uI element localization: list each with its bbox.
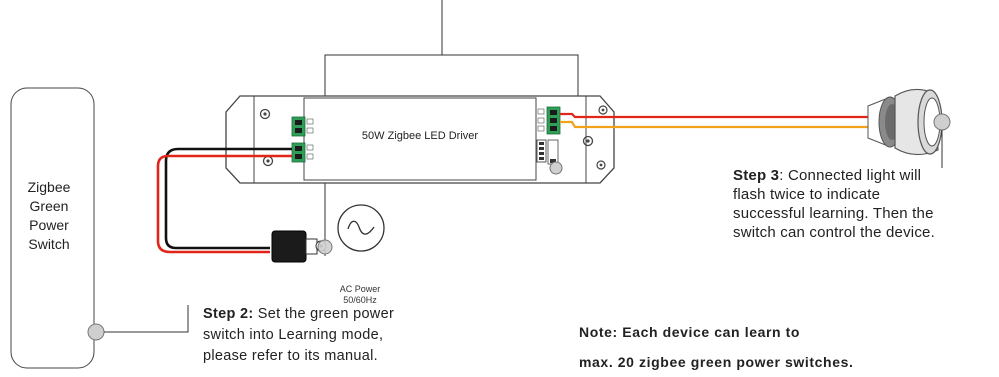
step2-instructions: Step 2: Set the green power switch into … [203, 304, 503, 367]
ac-power-label: AC Power 50/60Hz [330, 284, 390, 306]
step3-instructions: Step 3: Connected light will flash twice… [733, 166, 999, 242]
note-line2: max. 20 zigbee green power switches. [579, 354, 854, 370]
screw-hole-icon [598, 105, 608, 115]
step2-pointer-line [104, 305, 189, 333]
dip-switch [536, 139, 547, 163]
zigbee-switch-body [10, 87, 95, 369]
switch-label: Zigbee Green Power Switch [14, 178, 84, 254]
step2-line1: Set the green power [253, 306, 395, 322]
screw-hole-icon [596, 160, 606, 170]
note-line1: Note: Each device can learn to [579, 324, 801, 340]
ac-power-icon [337, 204, 385, 252]
note: Note: Each device can learn to max. 20 z… [579, 317, 999, 377]
switch-pointer-dot [87, 323, 105, 341]
switch-label-line: Zigbee [27, 179, 71, 195]
output-wires [560, 112, 868, 129]
ac-power-line1: AC Power [339, 284, 381, 294]
step3-title: Step 3 [733, 167, 780, 184]
driver-label: 50W Zigbee LED Driver [361, 130, 479, 142]
light-fixture [867, 88, 951, 168]
step3-line3: successful learning. Then the [733, 205, 934, 222]
step2-line2: switch into Learning mode, [203, 327, 384, 343]
step2-title: Step 2: [203, 306, 254, 322]
step3-line1: : Connected light will [779, 167, 922, 184]
plug [271, 230, 333, 263]
switch-label-line: Power [29, 217, 69, 233]
light-pointer-dot [933, 113, 951, 131]
screw-hole-icon [582, 135, 594, 147]
led-driver [225, 95, 615, 184]
step3-line4: switch can control the device. [733, 224, 935, 241]
step3-line2: flash twice to indicate [733, 186, 881, 203]
input-wires [156, 147, 292, 254]
screw-hole-icon [259, 108, 271, 120]
switch-label-line: Switch [28, 236, 70, 252]
step2-line3: please refer to its manual. [203, 348, 378, 364]
switch-label-line: Green [29, 198, 69, 214]
plug-pointer-dot [317, 239, 333, 255]
driver-button-dot [549, 161, 563, 175]
ac-power-line2: 50/60Hz [343, 295, 377, 305]
input-terminal-top [291, 116, 306, 137]
input-terminal-bottom [291, 142, 306, 163]
